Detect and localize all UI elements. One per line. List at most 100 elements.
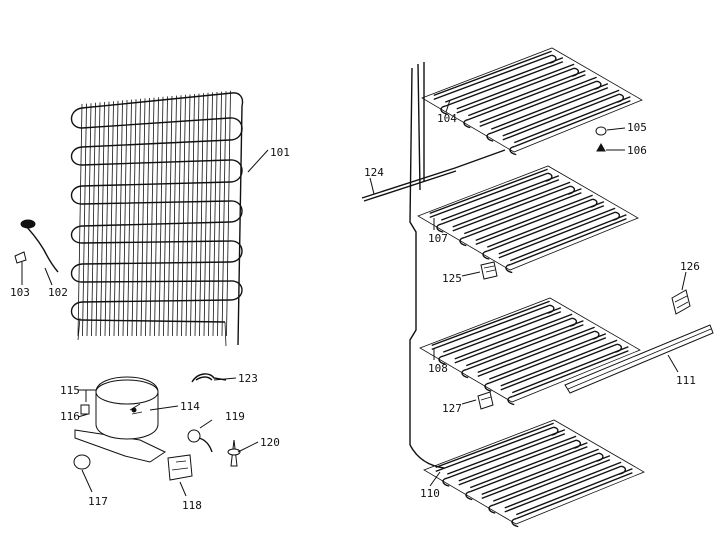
shelf-bend: [442, 477, 450, 487]
condenser-wire: [118, 100, 123, 337]
shelf-tube: [481, 448, 599, 496]
shelf-tube: [469, 442, 588, 489]
label-110: 110: [420, 487, 440, 500]
part-115-bolt: [82, 389, 90, 402]
condenser-wire: [163, 96, 168, 337]
part-103-clip: [14, 251, 27, 264]
shelf-bend: [459, 236, 467, 247]
condenser-wire: [208, 92, 213, 337]
shelf-tube: [486, 201, 605, 248]
shelf-tube: [447, 433, 566, 479]
condenser-wire: [113, 100, 119, 337]
label-114: 114: [180, 400, 200, 413]
shelf-tube: [445, 57, 564, 103]
condenser-wire: [194, 93, 200, 337]
shelf-tube: [433, 54, 552, 101]
label-116: 116: [60, 410, 80, 423]
condenser-wire: [149, 97, 155, 337]
shelf-bend: [463, 118, 471, 129]
shelf-bend: [438, 355, 446, 365]
label-117: 117: [88, 495, 108, 508]
callout-labels: 101 102 103 104 105 106 107 108 110 111 …: [10, 112, 700, 512]
shelf-bend: [461, 368, 469, 379]
shelf-tube: [502, 89, 620, 137]
condenser-wire: [140, 98, 146, 337]
shelf-tube: [433, 50, 552, 97]
part-126-bracket: [671, 289, 691, 315]
part-118-relay: [167, 454, 193, 481]
label-102: 102: [48, 286, 68, 299]
shelf-tube: [481, 452, 599, 500]
condenser-wire: [136, 98, 141, 337]
part-124-tube: [361, 149, 506, 202]
shelf-tube: [515, 472, 633, 520]
evaporator-shelf-107: [417, 165, 639, 274]
shelf-tube: [454, 313, 573, 360]
condenser-wire: [154, 97, 159, 337]
condenser-wire: [176, 95, 182, 337]
shelf-tube: [500, 339, 618, 387]
shelf-tube: [502, 93, 620, 141]
label-127: 127: [442, 402, 462, 415]
part-117-cap: [73, 454, 91, 470]
condenser-wire: [86, 103, 92, 337]
label-103: 103: [10, 286, 30, 299]
condenser-wire: [109, 101, 114, 337]
shelf-plate: [421, 47, 643, 153]
label-119: 119: [225, 410, 245, 423]
evaporator-side-tube: [409, 62, 445, 469]
condenser-wire: [203, 92, 209, 337]
shelf-tube: [477, 330, 595, 378]
shelf-tube: [475, 194, 593, 242]
condenser-wire: [185, 94, 191, 337]
shelf-tube: [504, 465, 622, 513]
shelf-tube: [445, 61, 564, 107]
shelf-tube: [458, 435, 577, 482]
condenser-wire: [217, 91, 222, 337]
shelf-tube: [452, 185, 571, 232]
evaporator-shelf-104: [421, 47, 643, 156]
shelf-bend: [511, 517, 519, 528]
shelf-tube: [509, 218, 627, 266]
evaporator-shelf-110: [423, 419, 645, 528]
shelf-plate: [417, 165, 639, 271]
condenser-wire: [190, 93, 195, 337]
shelf-tube: [490, 83, 609, 130]
compressor: [74, 376, 167, 463]
condenser-wire: [199, 93, 204, 337]
condenser-coil: [70, 90, 244, 347]
condenser-wire: [122, 99, 128, 337]
shelf-bend: [509, 145, 517, 156]
shelf-tube: [488, 333, 607, 380]
shelf-tube: [452, 181, 571, 228]
shelf-tube: [504, 461, 622, 509]
condenser-wire: [221, 91, 227, 337]
label-104: 104: [437, 112, 457, 125]
condenser-wire: [77, 103, 83, 337]
shelf-tube: [492, 455, 611, 502]
condenser-wire: [95, 102, 101, 337]
shelf-plate: [419, 297, 641, 403]
condenser-wire: [127, 99, 132, 337]
shelf-tube: [435, 422, 554, 469]
shelf-bend: [505, 263, 513, 274]
label-101: 101: [270, 146, 290, 159]
shelf-tube: [467, 70, 586, 117]
shelf-bend: [482, 250, 490, 260]
shelf-tube: [441, 179, 560, 225]
evaporator-shelf-108: [419, 297, 641, 406]
condenser-wire: [104, 101, 110, 337]
label-123: 123: [238, 372, 258, 385]
condenser-wire: [145, 97, 150, 337]
label-126: 126: [680, 260, 700, 273]
shelf-tube: [477, 326, 595, 374]
shelf-tube: [431, 300, 550, 347]
shelf-bend: [486, 132, 494, 142]
label-118: 118: [182, 499, 202, 512]
condenser-wire: [181, 94, 186, 337]
part-116-grommet: [80, 404, 90, 415]
part-102-harness: [20, 219, 59, 273]
shelf-tube: [443, 307, 562, 353]
